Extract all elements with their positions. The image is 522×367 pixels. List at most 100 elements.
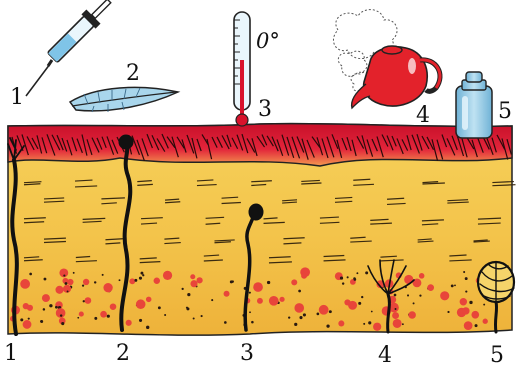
fat-speck <box>182 288 184 290</box>
fat-speck <box>29 273 32 276</box>
fat-speck <box>20 318 23 321</box>
fat-speck <box>465 291 467 293</box>
fat-cell <box>55 286 63 294</box>
fat-cell <box>408 311 416 319</box>
fat-speck <box>142 274 144 276</box>
fat-speck <box>358 302 361 305</box>
fat-speck <box>201 315 203 317</box>
fat-speck <box>43 308 45 310</box>
fat-speck <box>475 324 478 327</box>
fat-speck <box>102 274 104 276</box>
fat-cell <box>319 305 329 315</box>
receptor-labels: 1 2 3 4 5 <box>4 341 504 367</box>
stimulus-label-3: 3 <box>258 97 272 122</box>
fat-cell <box>279 297 284 302</box>
fat-speck <box>394 294 397 297</box>
fat-speck <box>249 311 251 313</box>
fat-cell <box>100 311 107 318</box>
fat-speck <box>67 290 69 292</box>
fat-speck <box>63 274 65 276</box>
receptor-label-4: 4 <box>378 343 392 367</box>
fat-speck <box>61 322 64 325</box>
fat-speck <box>326 325 329 328</box>
fat-cell <box>464 321 473 330</box>
fat-cell <box>338 320 344 326</box>
fat-cell <box>392 312 399 319</box>
hot-teapot-icon <box>333 10 440 108</box>
fat-cell <box>483 319 488 324</box>
fat-speck <box>402 323 404 325</box>
fat-cell <box>20 279 30 289</box>
fat-speck <box>465 277 468 280</box>
fat-cell <box>126 320 132 326</box>
fat-speck <box>365 271 368 274</box>
fat-speck <box>413 302 415 304</box>
receptor-label-2: 2 <box>116 341 130 366</box>
fat-cell <box>85 297 92 304</box>
fat-speck <box>65 282 68 285</box>
fat-cell <box>110 303 117 310</box>
fat-cell <box>291 279 297 285</box>
fat-speck <box>407 294 409 296</box>
fat-speck <box>49 304 52 307</box>
fat-cell <box>224 291 230 297</box>
fat-speck <box>356 272 358 274</box>
fat-cell <box>462 307 469 314</box>
fat-speck <box>303 313 306 316</box>
skin-section <box>8 124 516 336</box>
fat-cell <box>83 279 89 285</box>
fat-cell <box>190 280 197 287</box>
fat-speck <box>187 293 190 296</box>
fat-speck <box>146 326 149 329</box>
syringe-icon <box>26 0 111 96</box>
epidermis-layer <box>8 124 512 166</box>
fat-cell <box>257 298 263 304</box>
fat-cell <box>294 303 304 313</box>
fat-cell <box>79 312 84 317</box>
fat-speck <box>211 299 213 301</box>
fat-cell <box>427 284 434 291</box>
fat-speck <box>249 292 251 294</box>
fat-speck <box>224 321 227 324</box>
fat-speck <box>463 271 465 273</box>
fat-cell <box>373 323 381 331</box>
fat-speck <box>395 308 397 310</box>
fat-cell <box>460 298 467 305</box>
fat-speck <box>361 296 363 298</box>
fat-speck <box>139 277 142 280</box>
fat-speck <box>267 281 270 284</box>
fat-speck <box>28 318 30 320</box>
fat-speck <box>483 304 485 306</box>
receptor-label-1: 1 <box>4 341 18 366</box>
fat-speck <box>140 272 143 275</box>
fat-speck <box>251 321 254 324</box>
fat-cell <box>136 299 146 309</box>
fat-speck <box>83 300 85 302</box>
fat-cell <box>129 278 135 284</box>
fat-speck <box>329 310 332 313</box>
weight-icon <box>456 72 492 138</box>
fat-speck <box>342 282 344 284</box>
fat-cell <box>419 273 425 279</box>
fat-speck <box>82 284 84 286</box>
fat-cell <box>269 296 279 306</box>
fat-speck <box>94 281 96 283</box>
fat-speck <box>347 276 349 278</box>
fat-speck <box>469 301 472 304</box>
thermometer-reading: 0° <box>256 29 280 53</box>
fat-speck <box>44 278 47 281</box>
fat-speck <box>363 323 365 325</box>
fat-speck <box>119 279 121 281</box>
stimulus-label-4: 4 <box>416 103 430 128</box>
fat-speck <box>294 323 297 326</box>
fat-cell <box>344 299 350 305</box>
fat-speck <box>298 290 301 293</box>
fat-speck <box>73 272 75 274</box>
fat-cell <box>471 311 479 319</box>
fat-speck <box>353 277 356 280</box>
fat-speck <box>317 313 320 316</box>
fat-speck <box>55 306 58 309</box>
fat-speck <box>60 314 62 316</box>
fat-cell <box>301 273 307 279</box>
